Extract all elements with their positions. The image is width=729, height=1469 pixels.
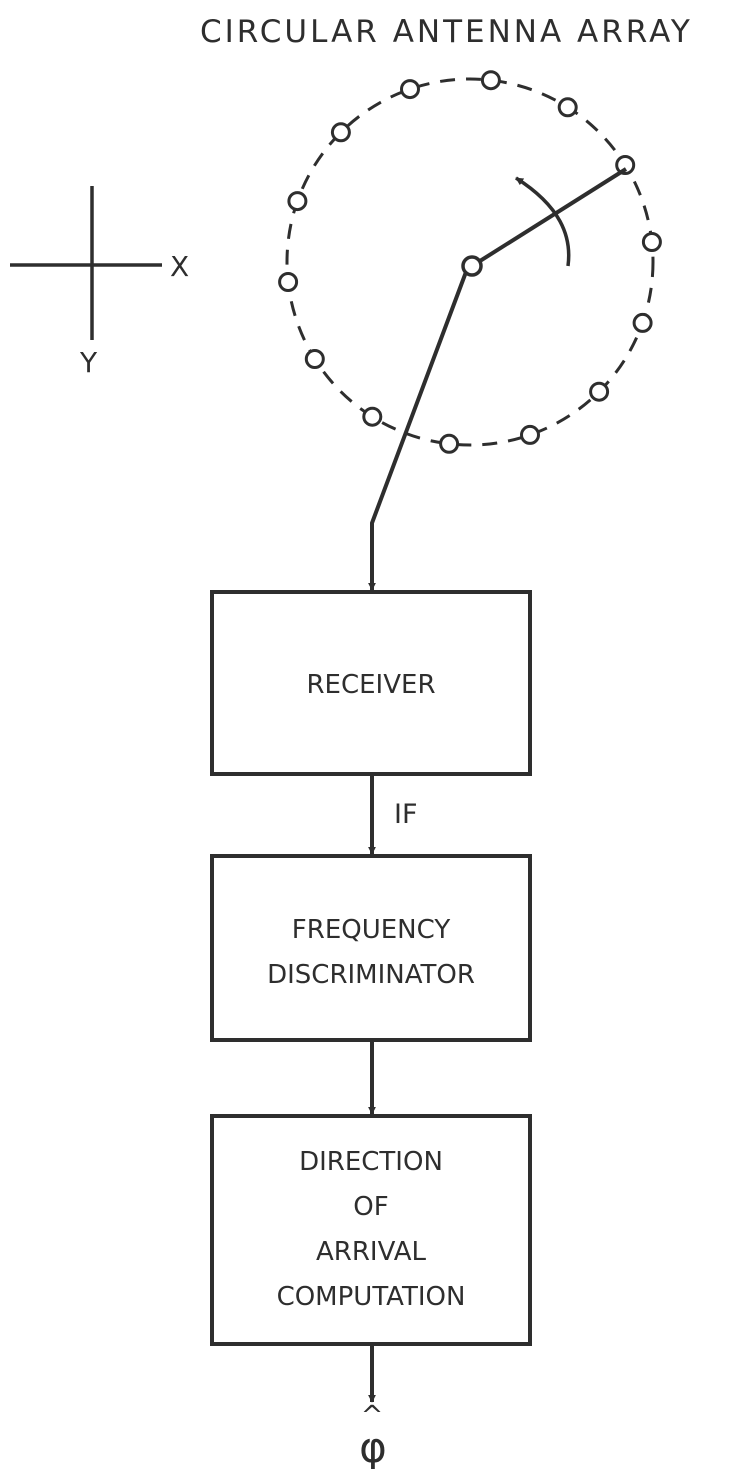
x-axis-label: X <box>170 250 189 283</box>
antenna-element <box>287 191 308 212</box>
coordinate-axes: X Y <box>10 186 189 379</box>
rotation-arrow <box>515 176 571 267</box>
if-label: IF <box>394 799 418 830</box>
doa-line-4: COMPUTATION <box>277 1282 466 1312</box>
output-hat: ^ <box>361 1400 384 1431</box>
diagram-title: CIRCULAR ANTENNA ARRAY <box>200 14 693 50</box>
antenna-element <box>641 232 662 252</box>
antenna-element <box>362 406 383 427</box>
doa-line-2: OF <box>353 1192 388 1222</box>
commutator-hub <box>461 255 483 277</box>
y-axis-label: Y <box>79 346 98 379</box>
antenna-array <box>278 70 662 454</box>
antenna-elements <box>278 70 662 454</box>
doa-line-1: DIRECTION <box>299 1147 443 1177</box>
antenna-element <box>615 155 636 175</box>
receiver-block: RECEIVER <box>210 590 532 776</box>
frequency-discriminator-line-1: FREQUENCY <box>292 915 451 945</box>
frequency-discriminator-box <box>210 854 532 1042</box>
antenna-element <box>520 424 540 445</box>
frequency-discriminator-line-2: DISCRIMINATOR <box>267 960 475 990</box>
doa-computation-block: DIRECTION OF ARRIVAL COMPUTATION <box>210 1114 532 1346</box>
output-phi-symbol: φ <box>359 1423 387 1469</box>
antenna-element <box>278 272 299 292</box>
antenna-element <box>557 97 578 118</box>
antenna-element <box>304 349 325 369</box>
feed-line <box>368 271 468 591</box>
antenna-element <box>330 122 351 143</box>
antenna-element <box>480 70 501 91</box>
antenna-element <box>400 79 420 100</box>
antenna-element <box>632 312 653 333</box>
doa-line-3: ARRIVAL <box>316 1237 426 1267</box>
receiver-label: RECEIVER <box>306 670 435 700</box>
commutator-arm <box>470 167 628 268</box>
antenna-element <box>589 381 610 402</box>
frequency-discriminator-block: FREQUENCY DISCRIMINATOR <box>210 854 532 1042</box>
antenna-element <box>439 433 460 454</box>
array-ring <box>285 77 655 447</box>
